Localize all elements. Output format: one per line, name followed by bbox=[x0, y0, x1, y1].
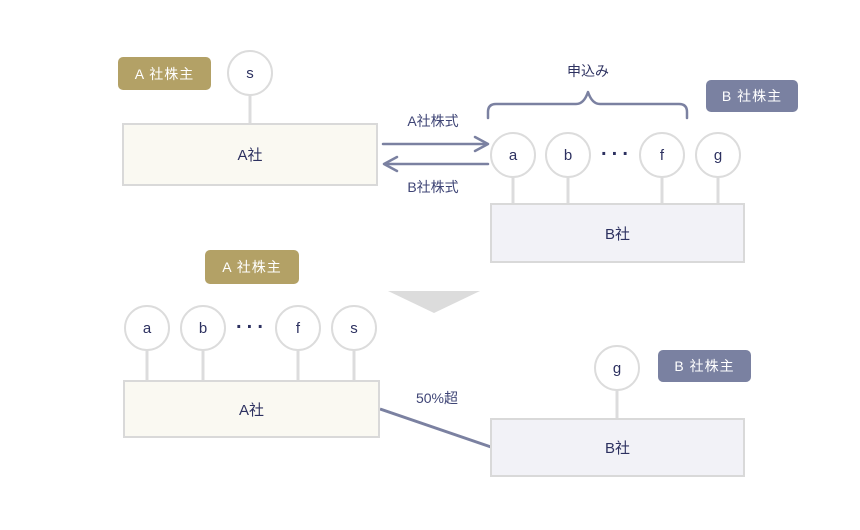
badge-b-shareholders-top: B 社株主 bbox=[706, 80, 798, 112]
badge-a-shareholders-top: A 社株主 bbox=[118, 57, 211, 90]
label-a-shares: A社株式 bbox=[407, 113, 459, 129]
badge-a-shareholders-bottom: A 社株主 bbox=[205, 250, 299, 284]
shareholder-circle-s-top: s bbox=[227, 50, 273, 96]
shareholder-circle-g-top: g bbox=[695, 132, 741, 178]
company-a-box-bottom: A社 bbox=[123, 380, 380, 438]
ellipsis-dots-bottom: ··· bbox=[236, 316, 268, 339]
label-application: 申込み bbox=[567, 63, 609, 79]
shareholder-circle-b-bottom: b bbox=[180, 305, 226, 351]
connector-lines bbox=[145, 95, 720, 420]
company-b-box-top: B社 bbox=[490, 203, 745, 263]
shareholder-circle-a-top: a bbox=[490, 132, 536, 178]
arrow-b-shares-left bbox=[382, 155, 490, 173]
shareholder-circle-f-bottom: f bbox=[275, 305, 321, 351]
label-b-shares: B社株式 bbox=[407, 179, 459, 195]
arrow-a-shares-right bbox=[381, 135, 490, 153]
shareholder-circle-a-bottom: a bbox=[124, 305, 170, 351]
transition-arrow-down bbox=[388, 291, 480, 313]
shareholder-circle-g-bottom: g bbox=[594, 345, 640, 391]
shareholder-circle-f-top: f bbox=[639, 132, 685, 178]
ownership-line bbox=[379, 407, 492, 449]
shareholder-circle-b-top: b bbox=[545, 132, 591, 178]
application-brace bbox=[486, 90, 689, 120]
label-ownership-percent: 50%超 bbox=[415, 390, 459, 406]
ellipsis-dots-top: ··· bbox=[601, 143, 633, 166]
company-b-box-bottom: B社 bbox=[490, 418, 745, 477]
shareholder-circle-s-bottom: s bbox=[331, 305, 377, 351]
badge-b-shareholders-bottom: B 社株主 bbox=[658, 350, 751, 382]
company-a-box-top: A社 bbox=[122, 123, 378, 186]
